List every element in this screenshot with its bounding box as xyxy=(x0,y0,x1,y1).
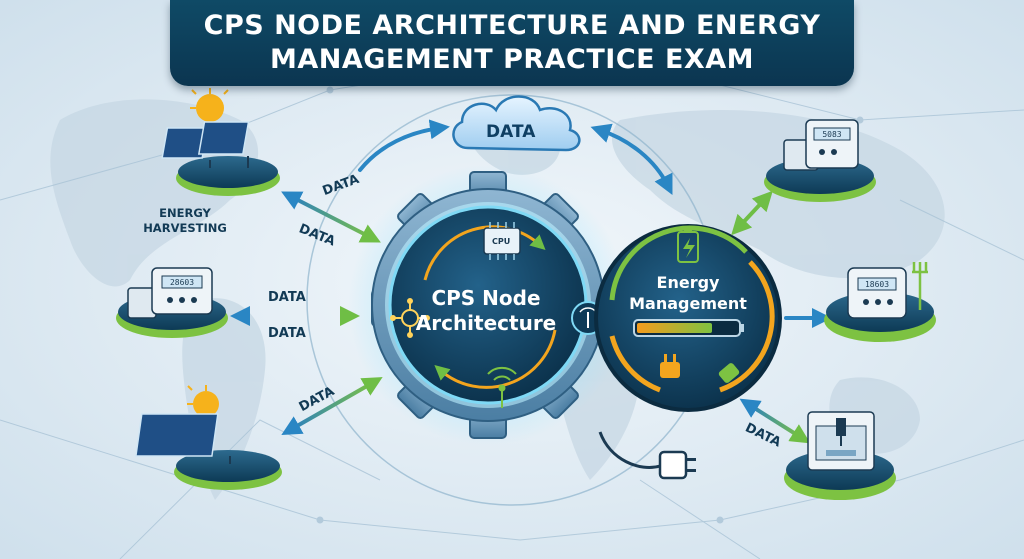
power-plug-icon xyxy=(912,262,928,310)
cps-node-line-1: CPS Node xyxy=(431,286,541,310)
title-line-1: CPS NODE ARCHITECTURE AND ENERGY xyxy=(203,10,821,41)
meter-reading: 5083 xyxy=(822,130,841,139)
solar-panel-icon xyxy=(135,413,231,464)
smart-meter-icon: 5083 xyxy=(783,119,859,171)
cpu-label: CPU xyxy=(492,237,511,246)
node-cnc-bottom-right xyxy=(784,411,896,500)
smart-meter-icon: 28603 xyxy=(127,267,213,319)
data-label: DATA xyxy=(268,290,306,305)
title-banner: CPS NODE ARCHITECTURE AND ENERGY MANAGEM… xyxy=(170,0,854,86)
energy-harvesting-line-1: ENERGY xyxy=(159,206,211,220)
node-solar-bottom-left xyxy=(135,385,282,490)
energy-management-line-1: Energy xyxy=(656,273,720,292)
energy-management-hub xyxy=(594,224,782,412)
data-label: DATA xyxy=(268,326,306,341)
gear-icon xyxy=(348,165,628,445)
power-plug-icon xyxy=(658,450,688,480)
energy-management-line-2: Management xyxy=(629,294,747,313)
cpu-icon xyxy=(483,222,521,260)
sun-icon xyxy=(190,88,229,122)
power-plug-icon xyxy=(660,354,680,378)
meter-reading: 28603 xyxy=(170,278,194,287)
sensor-node-icon xyxy=(390,298,430,338)
energy-harvesting-label: ENERGY HARVESTING xyxy=(130,206,240,236)
node-solar-top-left xyxy=(161,88,280,196)
cnc-machine-icon xyxy=(807,411,875,471)
node-meter-right: 18603 xyxy=(824,262,936,342)
antenna-icon xyxy=(487,366,517,408)
node-meter-left: 28603 xyxy=(116,267,228,338)
energy-management-label: Energy Management xyxy=(628,272,748,314)
energy-harvesting-line-2: HARVESTING xyxy=(143,221,227,235)
charge-bar xyxy=(633,319,744,337)
cps-node-label: CPS Node Architecture xyxy=(408,286,564,336)
battery-icon xyxy=(677,228,699,263)
node-meter-top-right: 5083 xyxy=(764,119,876,202)
meter-reading: 18603 xyxy=(865,280,889,289)
power-cord xyxy=(598,431,696,480)
cps-node-line-2: Architecture xyxy=(415,311,557,335)
cloud-label: DATA xyxy=(486,122,536,142)
solar-panel-icon xyxy=(161,121,250,168)
title-line-2: MANAGEMENT PRACTICE EXAM xyxy=(269,44,755,75)
power-plug-icon xyxy=(718,363,740,383)
data-arrows xyxy=(230,119,832,444)
sun-icon xyxy=(187,385,219,417)
smart-meter-icon: 18603 xyxy=(847,267,907,319)
cloud-icon xyxy=(452,95,581,152)
